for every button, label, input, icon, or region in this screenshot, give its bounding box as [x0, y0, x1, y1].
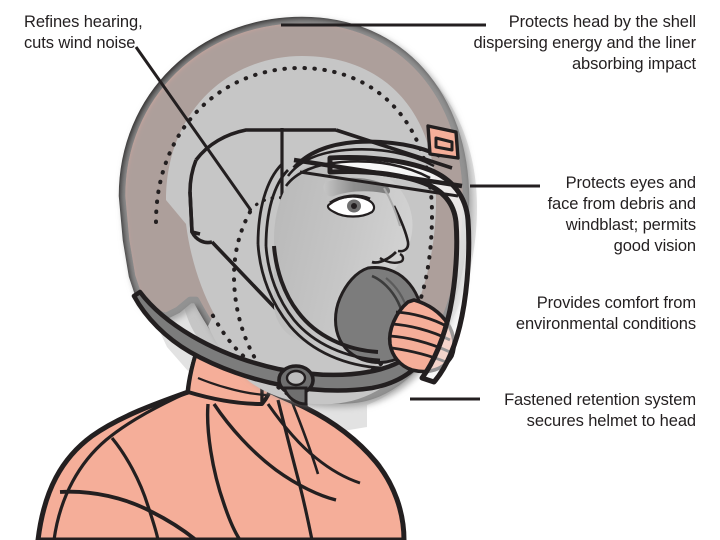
callout-shell: Protects head by the shell dispersing en… [473, 13, 696, 73]
callout-comfort: Provides comfort from environmental cond… [515, 294, 696, 333]
rider-face-profile [274, 162, 413, 347]
visor-pivot-plate [426, 124, 460, 160]
retention-chin-strap [277, 364, 315, 406]
callout-hearing: Refines hearing, cuts wind noise [24, 13, 143, 52]
leader-lines [134, 23, 540, 401]
callout-visor: Protects eyes and face from debris and w… [547, 174, 697, 255]
callout-retention: Fastened retention system secures helmet… [504, 391, 696, 430]
leader-line-hearing [134, 46, 252, 210]
face-shield-visor [256, 139, 472, 385]
